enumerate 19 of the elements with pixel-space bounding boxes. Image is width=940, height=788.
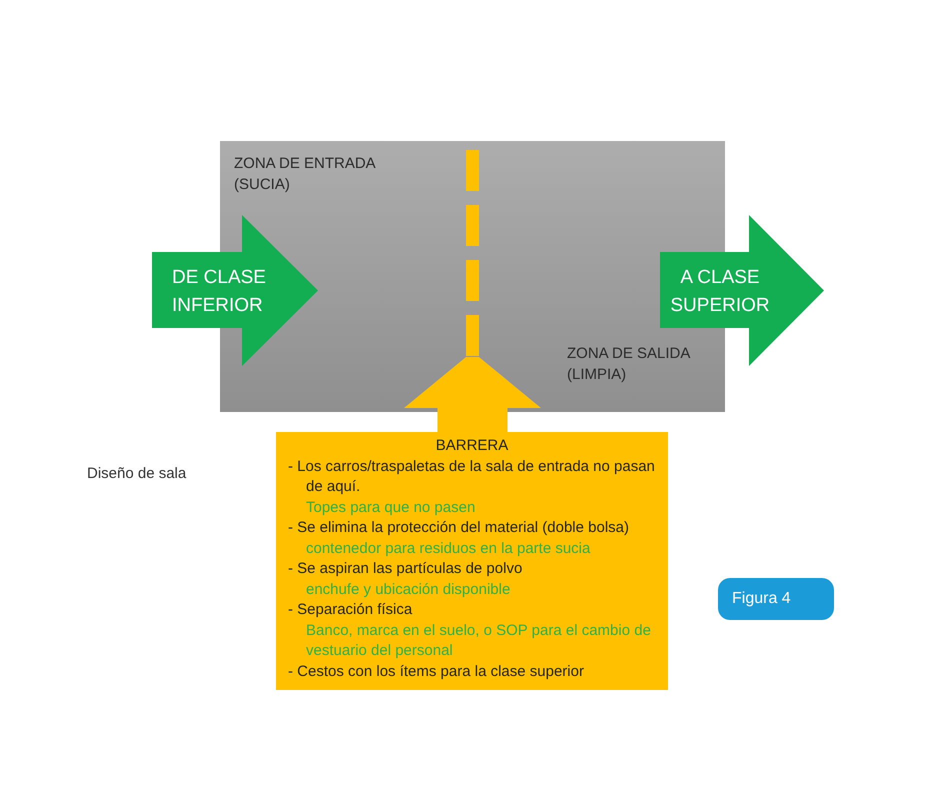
list-item-text: - Se elimina la protección del material (doble bolsa) <box>288 518 630 538</box>
barrier-panel <box>276 432 668 690</box>
zone-label: ZONA DE SALIDA (LIMPIA) <box>567 344 692 385</box>
arrow-label: DE CLASE INFERIOR <box>172 266 267 318</box>
note-text: enchufe y ubicación disponible <box>306 580 510 600</box>
panel-heading: BARRERA <box>436 437 508 454</box>
figure-tag: Figura 4 <box>718 578 834 620</box>
zone-label: ZONA DE ENTRADA (SUCIA) <box>234 154 376 195</box>
block-arrow <box>152 215 318 366</box>
side-note: Diseño de sala <box>87 464 186 484</box>
list-item-text: - Separación física <box>288 600 412 620</box>
list-item-text: - Cestos con los ítems para la clase superior <box>288 662 584 682</box>
dashed-barrier-line <box>466 150 479 357</box>
list-item-text: - Los carros/traspaletas de la sala de entrada no pasan de aquí. <box>288 456 656 497</box>
note-text: Banco, marca en el suelo, o SOP para el cambio de vestuario del personal <box>306 620 652 661</box>
note-text: contenedor para residuos en la parte sucia <box>306 538 590 558</box>
list-item-text: - Se aspiran las partículas de polvo <box>288 559 522 579</box>
note-text: Topes para que no pasen <box>306 498 476 518</box>
arrow-label: A CLASE SUPERIOR <box>669 266 771 318</box>
